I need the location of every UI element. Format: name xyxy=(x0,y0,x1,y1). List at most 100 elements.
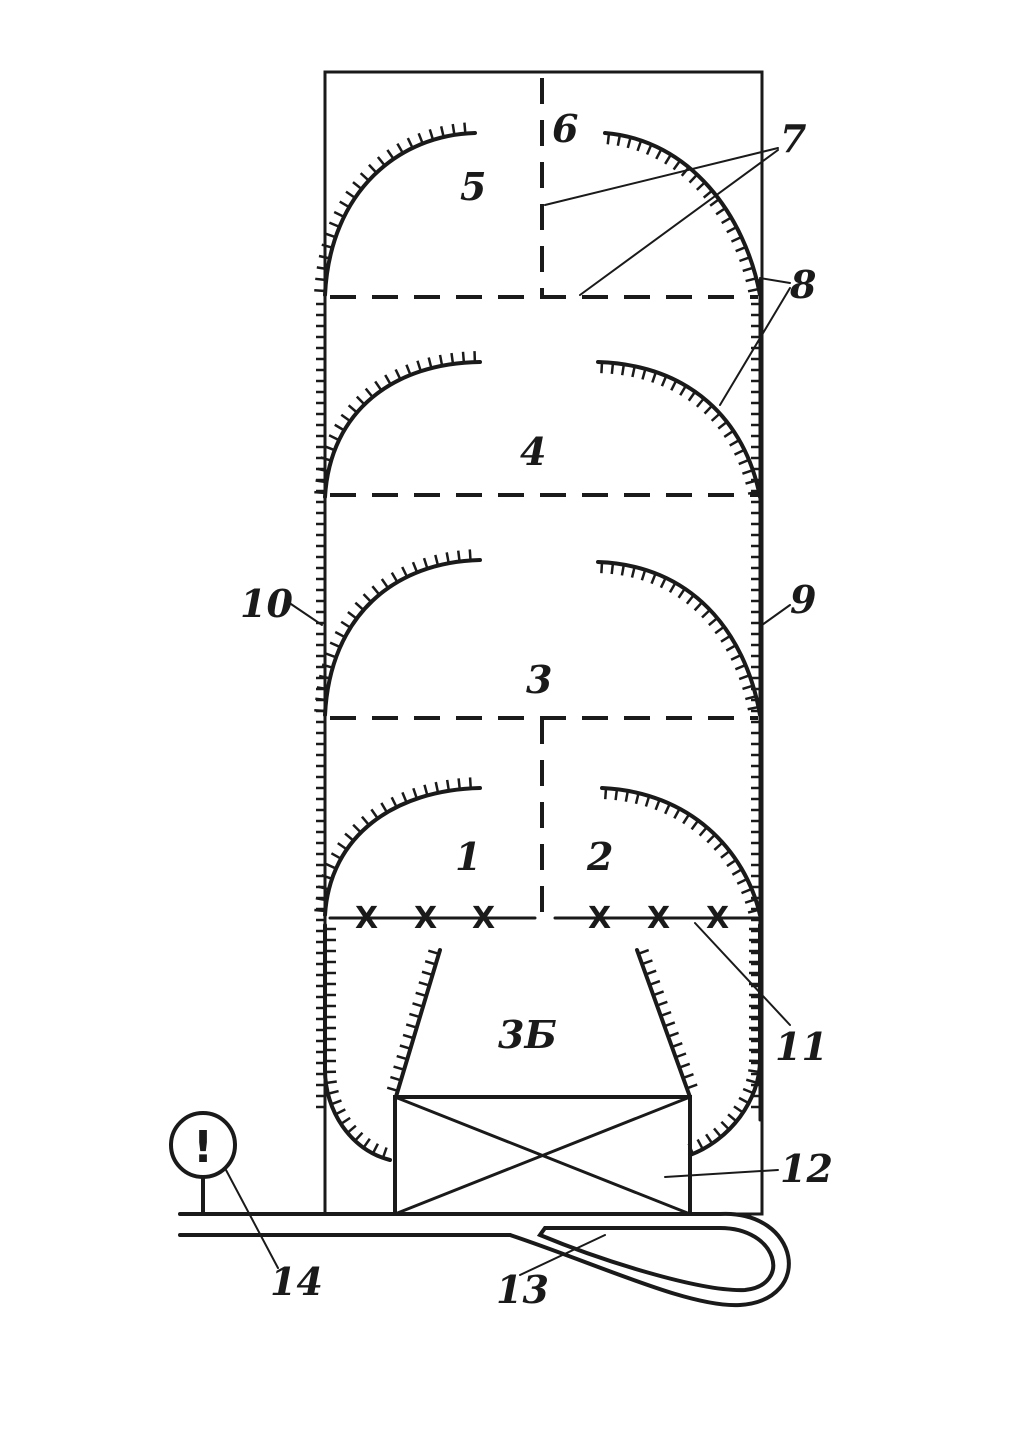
hatch-tick xyxy=(325,652,337,659)
hatch-tick xyxy=(463,122,467,134)
hatch-tick xyxy=(626,137,632,149)
callout-14: 14 xyxy=(270,1259,323,1304)
hatch-tick xyxy=(418,981,430,987)
hatch-tick xyxy=(654,799,661,811)
hatch-tick xyxy=(347,404,358,414)
hatch-tick xyxy=(321,243,333,249)
hatch-tick xyxy=(705,1133,714,1145)
hatch-tick xyxy=(610,362,615,375)
hatch-tick xyxy=(645,969,657,976)
arch-zone-12-right xyxy=(600,786,762,917)
hatch-tick xyxy=(644,795,651,807)
hatch-tick xyxy=(742,684,754,691)
hatch-tick xyxy=(659,577,667,589)
caving-arches xyxy=(323,131,762,1162)
blast-cross: X xyxy=(647,901,670,936)
hatch-tick xyxy=(427,357,433,369)
hatch-tick xyxy=(362,593,373,603)
hatch-tick xyxy=(738,1096,750,1105)
hatch-tick xyxy=(637,948,650,955)
hatch-tick xyxy=(334,630,346,639)
hatch-tick xyxy=(364,387,374,398)
hatch-tick xyxy=(600,362,604,374)
hatch-tick xyxy=(328,434,340,442)
exclamation-icon: ! xyxy=(193,1122,213,1173)
hatch-tick xyxy=(738,458,750,466)
callout-9: 9 xyxy=(790,577,816,622)
hatch-tick xyxy=(315,479,327,484)
hatch-tick xyxy=(315,897,327,902)
hatch-tick xyxy=(733,1105,744,1114)
hatch-tick xyxy=(671,1041,683,1049)
hatch-tick xyxy=(386,149,395,160)
hatch-tick xyxy=(360,815,370,826)
hatch-tick xyxy=(729,439,740,447)
zone-label-1: 1 xyxy=(455,834,481,879)
arch-hatching xyxy=(314,122,761,1159)
hatch-tick xyxy=(340,620,352,629)
hatch-tick xyxy=(323,445,336,452)
blast-cross: X xyxy=(706,901,729,936)
hatch-tick xyxy=(374,380,383,392)
hatch-tick xyxy=(352,823,362,834)
hatch-tick xyxy=(316,686,328,691)
hatch-tick xyxy=(434,781,440,794)
hatch-tick xyxy=(668,582,677,594)
hatch-tick xyxy=(340,413,351,423)
hatch-tick xyxy=(727,1113,738,1123)
hatch-tick xyxy=(620,564,626,576)
hatch-tick xyxy=(368,163,378,174)
hatch-tick xyxy=(645,143,653,156)
hatch-tick xyxy=(688,173,698,184)
hatch-tick xyxy=(320,456,332,462)
hatch-tick xyxy=(742,468,754,475)
hatch-tick xyxy=(334,1108,346,1116)
blast-cross: X xyxy=(414,901,437,936)
hatch-tick xyxy=(347,610,358,620)
arch-zone-4-right xyxy=(596,360,762,499)
hatch-tick xyxy=(402,1033,414,1040)
hatch-tick xyxy=(656,1000,668,1007)
hatch-tick xyxy=(396,142,404,154)
hatch-tick xyxy=(660,375,668,387)
funnel-right-wall xyxy=(635,948,692,1099)
hatch-tick xyxy=(316,266,328,271)
hatch-tick xyxy=(423,784,429,796)
hatch-tick xyxy=(461,351,466,363)
hatch-tick xyxy=(451,123,456,136)
hatch-tick xyxy=(748,1069,760,1074)
hatch-tick xyxy=(438,354,444,366)
hatch-tick xyxy=(399,1044,411,1050)
hatch-tick xyxy=(745,1078,758,1084)
hatch-tick xyxy=(321,873,333,880)
hatch-tick xyxy=(339,200,350,209)
hatch-tick xyxy=(317,885,330,891)
hatch-tick xyxy=(721,216,732,225)
hatch-tick xyxy=(315,697,327,702)
hatch-tick xyxy=(314,289,326,293)
hatch-tick xyxy=(747,490,760,495)
hatch-tick xyxy=(738,674,750,681)
hatch-tick xyxy=(354,1131,364,1142)
hatch-tick xyxy=(345,190,356,199)
hatch-tick xyxy=(698,826,708,837)
hatch-tick xyxy=(675,1052,687,1059)
hatch-tick xyxy=(672,159,682,171)
hatch-tick xyxy=(371,585,381,596)
blast-cross: X xyxy=(355,901,378,936)
hatch-tick xyxy=(708,617,719,627)
hatch-tick xyxy=(710,412,721,422)
hatch-tick xyxy=(390,1075,402,1082)
hatch-tick xyxy=(682,1073,694,1080)
hatch-tick xyxy=(318,254,330,260)
hatch-tick xyxy=(717,420,728,430)
hatch-tick xyxy=(393,1065,405,1071)
side-hatching xyxy=(316,302,761,1109)
blast-cross: X xyxy=(472,901,495,936)
hatch-tick xyxy=(679,385,687,396)
callout-8: 8 xyxy=(789,262,816,307)
hatch-tick xyxy=(735,245,747,253)
bottom-arch-left xyxy=(323,923,392,1162)
hatch-tick xyxy=(381,1147,388,1159)
